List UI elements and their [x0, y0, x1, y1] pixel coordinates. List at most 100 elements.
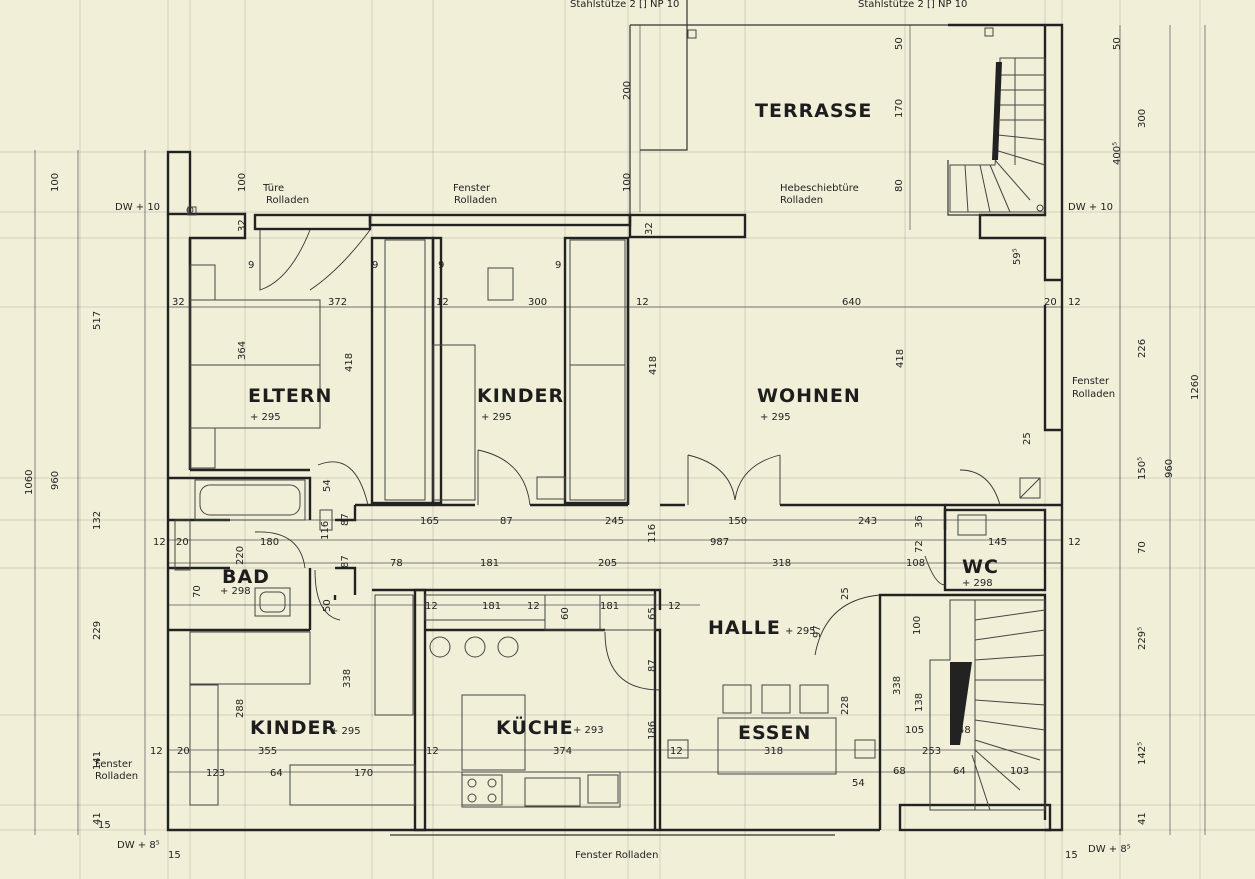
dim: 20 [176, 537, 189, 548]
dim-v: 50 [322, 599, 333, 612]
dim-v: 288 [235, 699, 246, 718]
dim-v: 32 [644, 222, 655, 235]
dim-v: 138 [914, 693, 925, 712]
dim-v: 1260 [1190, 375, 1201, 400]
label-hebeschiebetuere: Hebeschiebtüre [780, 183, 859, 194]
dim: 181 [600, 601, 619, 612]
room-wohnen: WOHNEN [757, 385, 861, 407]
dim-v: 1060 [24, 470, 35, 495]
label-dw-left: DW + 10 [115, 202, 160, 213]
dim: 165 [420, 516, 439, 527]
level-kueche: + 293 [573, 725, 604, 736]
dim-v: 300 [1137, 109, 1148, 128]
dim-v: 960 [50, 471, 61, 490]
dim-v: 50 [1112, 37, 1123, 50]
dim-v: 41 [1137, 812, 1148, 825]
room-kinder-2: KINDER [250, 717, 337, 739]
dim-v: 517 [92, 311, 103, 330]
dim-v: 142⁵ [1137, 742, 1148, 765]
level-kinder-2: + 295 [330, 726, 361, 737]
dim: 20 [1044, 297, 1057, 308]
dim-v: 25 [840, 587, 851, 600]
dim-v: 32 [237, 219, 248, 232]
dim: 372 [328, 297, 347, 308]
dim: 15 [98, 820, 111, 831]
level-wc: + 298 [962, 578, 993, 589]
label-tuere: Türe [262, 183, 284, 194]
room-bad: BAD [222, 566, 270, 588]
dim-v: 105 [905, 725, 924, 736]
dim-v: 226 [1137, 339, 1148, 358]
dim: 12 [636, 297, 649, 308]
dim-v: 65 [647, 607, 658, 620]
dim-v: 70 [192, 585, 203, 598]
dim-v: 87 [340, 555, 351, 568]
level-wohnen: + 295 [760, 412, 791, 423]
dim: 12 [153, 537, 166, 548]
dim: 103 [1010, 766, 1029, 777]
dim-v: 116 [647, 524, 658, 543]
dim-v: 141 [92, 751, 103, 770]
dim-v: 100 [50, 173, 61, 192]
dim-v: 54 [322, 479, 333, 492]
dim: 64 [270, 768, 283, 779]
dim: 374 [553, 746, 572, 757]
dim: 243 [858, 516, 877, 527]
dim-v: 80 [894, 179, 905, 192]
dim: 12 [668, 601, 681, 612]
label-stahl-1: Stahlstütze 2 [] NP 10 [570, 0, 679, 10]
label-fenster-left: Fenster [95, 759, 133, 770]
dim: 9 [438, 260, 444, 271]
dim: 9 [555, 260, 561, 271]
dim: 180 [260, 537, 279, 548]
dim: 12 [436, 297, 449, 308]
dim: 12 [426, 746, 439, 757]
dim: 32 [172, 297, 185, 308]
dim-v: 97 [812, 625, 823, 638]
dim-v: 87 [647, 659, 658, 672]
room-halle: HALLE [708, 617, 781, 639]
label-fenster-right-rolladen: Rolladen [1072, 389, 1115, 400]
dim: 78 [390, 558, 403, 569]
dim: 68 [893, 766, 906, 777]
dim: 123 [206, 768, 225, 779]
dim: 12 [150, 746, 163, 757]
dim: 9 [248, 260, 254, 271]
label-dw-bottom-right: DW + 8⁵ [1088, 844, 1131, 855]
dim: 205 [598, 558, 617, 569]
dim-v: 400⁵ [1112, 142, 1123, 165]
label-stahl-2: Stahlstütze 2 [] NP 10 [858, 0, 967, 10]
label-hebe-rolladen: Rolladen [780, 195, 823, 206]
dim-v: 48 [958, 725, 971, 736]
dim-v: 70 [1137, 541, 1148, 554]
dim-v: 338 [342, 669, 353, 688]
stair-bottom [929, 599, 1046, 811]
dim: 245 [605, 516, 624, 527]
dim-v: 132 [92, 511, 103, 530]
vertical-dimensions: 100 517 1060 960 132 229 141 41 100 364 … [24, 37, 1201, 825]
room-kueche: KÜCHE [496, 715, 574, 739]
dim-v: 100 [912, 616, 923, 635]
dim: 15 [1065, 850, 1078, 861]
dim-v: 418 [648, 356, 659, 375]
level-halle: + 295 [785, 626, 816, 637]
room-labels: TERRASSE ELTERN + 295 KINDER + 295 WOHNE… [220, 100, 999, 744]
label-fenster-bottom: Fenster Rolladen [575, 850, 658, 861]
dim-v: 220 [235, 546, 246, 565]
dim-v: 960 [1164, 459, 1175, 478]
dim-v: 60 [560, 607, 571, 620]
dim-v: 170 [894, 99, 905, 118]
dim-v: 200 [622, 81, 633, 100]
label-fenster-right: Fenster [1072, 376, 1110, 387]
room-wc: WC [962, 556, 999, 578]
label-fenster-top: Fenster [453, 183, 491, 194]
dim: 108 [906, 558, 925, 569]
furniture [174, 27, 1044, 808]
label-tuere-rolladen: Rolladen [266, 195, 309, 206]
level-kinder-1: + 295 [481, 412, 512, 423]
dim: 145 [988, 537, 1007, 548]
dim: 15 [168, 850, 181, 861]
horizontal-dimensions: 32 372 12 300 12 640 20 12 165 87 245 15… [98, 260, 1081, 861]
dim-v: 41 [92, 812, 103, 825]
